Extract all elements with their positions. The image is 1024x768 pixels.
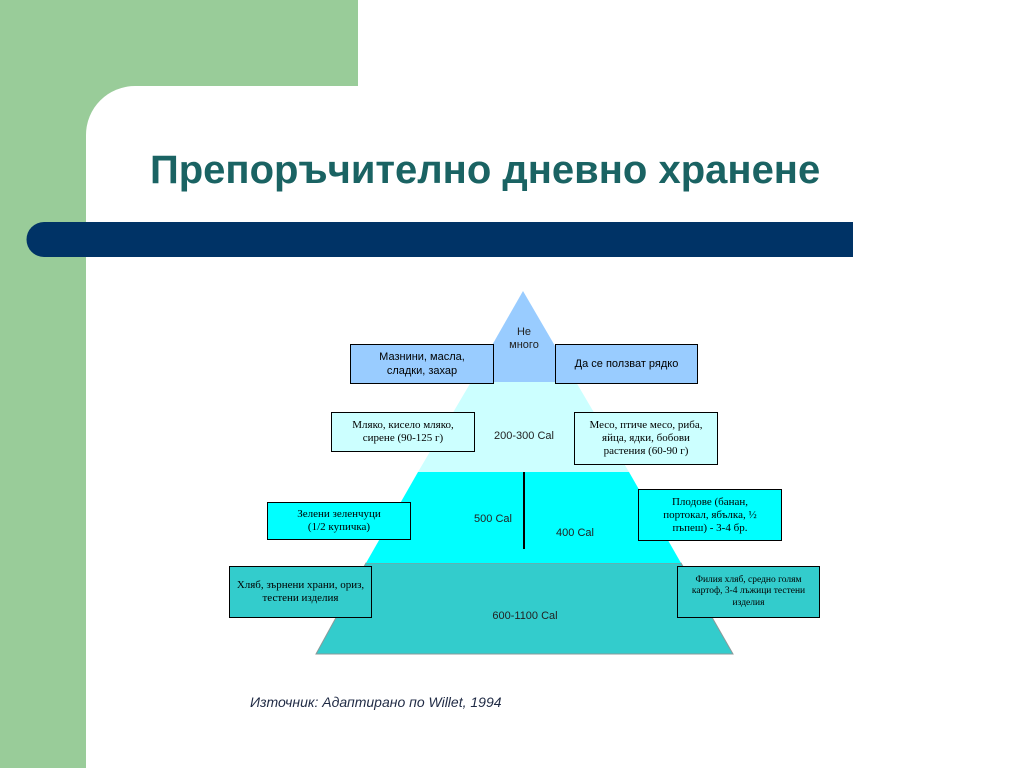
callout-use-rarely-text: Да се ползват рядко	[574, 358, 679, 370]
pyramid-tier-base	[315, 562, 734, 655]
callout-fats-sweets: Мазнини, масла, сладки, захар	[350, 344, 494, 384]
callout-green-vegetables-text: Зелени зеленчуци (1/2 купичка)	[297, 508, 381, 533]
callout-fats-sweets-text: Мазнини, масла, сладки, захар	[379, 351, 465, 377]
callout-dairy-text: Мляко, кисело мляко, сирене (90-125 г)	[352, 419, 454, 444]
callout-fruit-text: Плодове (банан, портокал, ябълка, ½ пъпе…	[663, 495, 757, 534]
tier-3-right-calories: 400 Cal	[556, 527, 594, 539]
callout-fruit: Плодове (банан, портокал, ябълка, ½ пъпе…	[638, 489, 782, 541]
tier-2-calories: 200-300 Cal	[494, 430, 554, 442]
callout-serving-examples-text: Филия хляб, средно голям картоф, 3-4 лъж…	[691, 574, 806, 608]
pyramid-tier-top	[471, 291, 576, 382]
tier-top-label-line2: много	[509, 339, 539, 351]
callout-meat-text: Месо, птиче месо, риба, яйца, ядки, бобо…	[589, 419, 703, 457]
tier-3-left-calories: 500 Cal	[474, 513, 512, 525]
callout-green-vegetables: Зелени зеленчуци (1/2 купичка)	[267, 502, 411, 540]
navy-title-bar	[26, 222, 854, 257]
callout-meat: Месо, птиче месо, риба, яйца, ядки, бобо…	[574, 412, 718, 465]
tier-top-label-line1: Не	[516, 326, 532, 338]
tier-base-calories: 600-1100 Cal	[492, 610, 558, 622]
source-note: Източник: Адаптирано по Willet, 1994	[250, 694, 502, 710]
callout-dairy: Мляко, кисело мляко, сирене (90-125 г)	[331, 412, 475, 452]
callout-serving-examples: Филия хляб, средно голям картоф, 3-4 лъж…	[677, 566, 820, 618]
tier-top-label: Не много	[503, 326, 545, 352]
page-title: Препоръчително дневно хранене	[150, 148, 821, 192]
callout-grains: Хляб, зърнени храни, ориз, тестени издел…	[229, 566, 372, 618]
callout-grains-text: Хляб, зърнени храни, ориз, тестени издел…	[236, 579, 365, 604]
callout-use-rarely: Да се ползват рядко	[555, 344, 698, 384]
